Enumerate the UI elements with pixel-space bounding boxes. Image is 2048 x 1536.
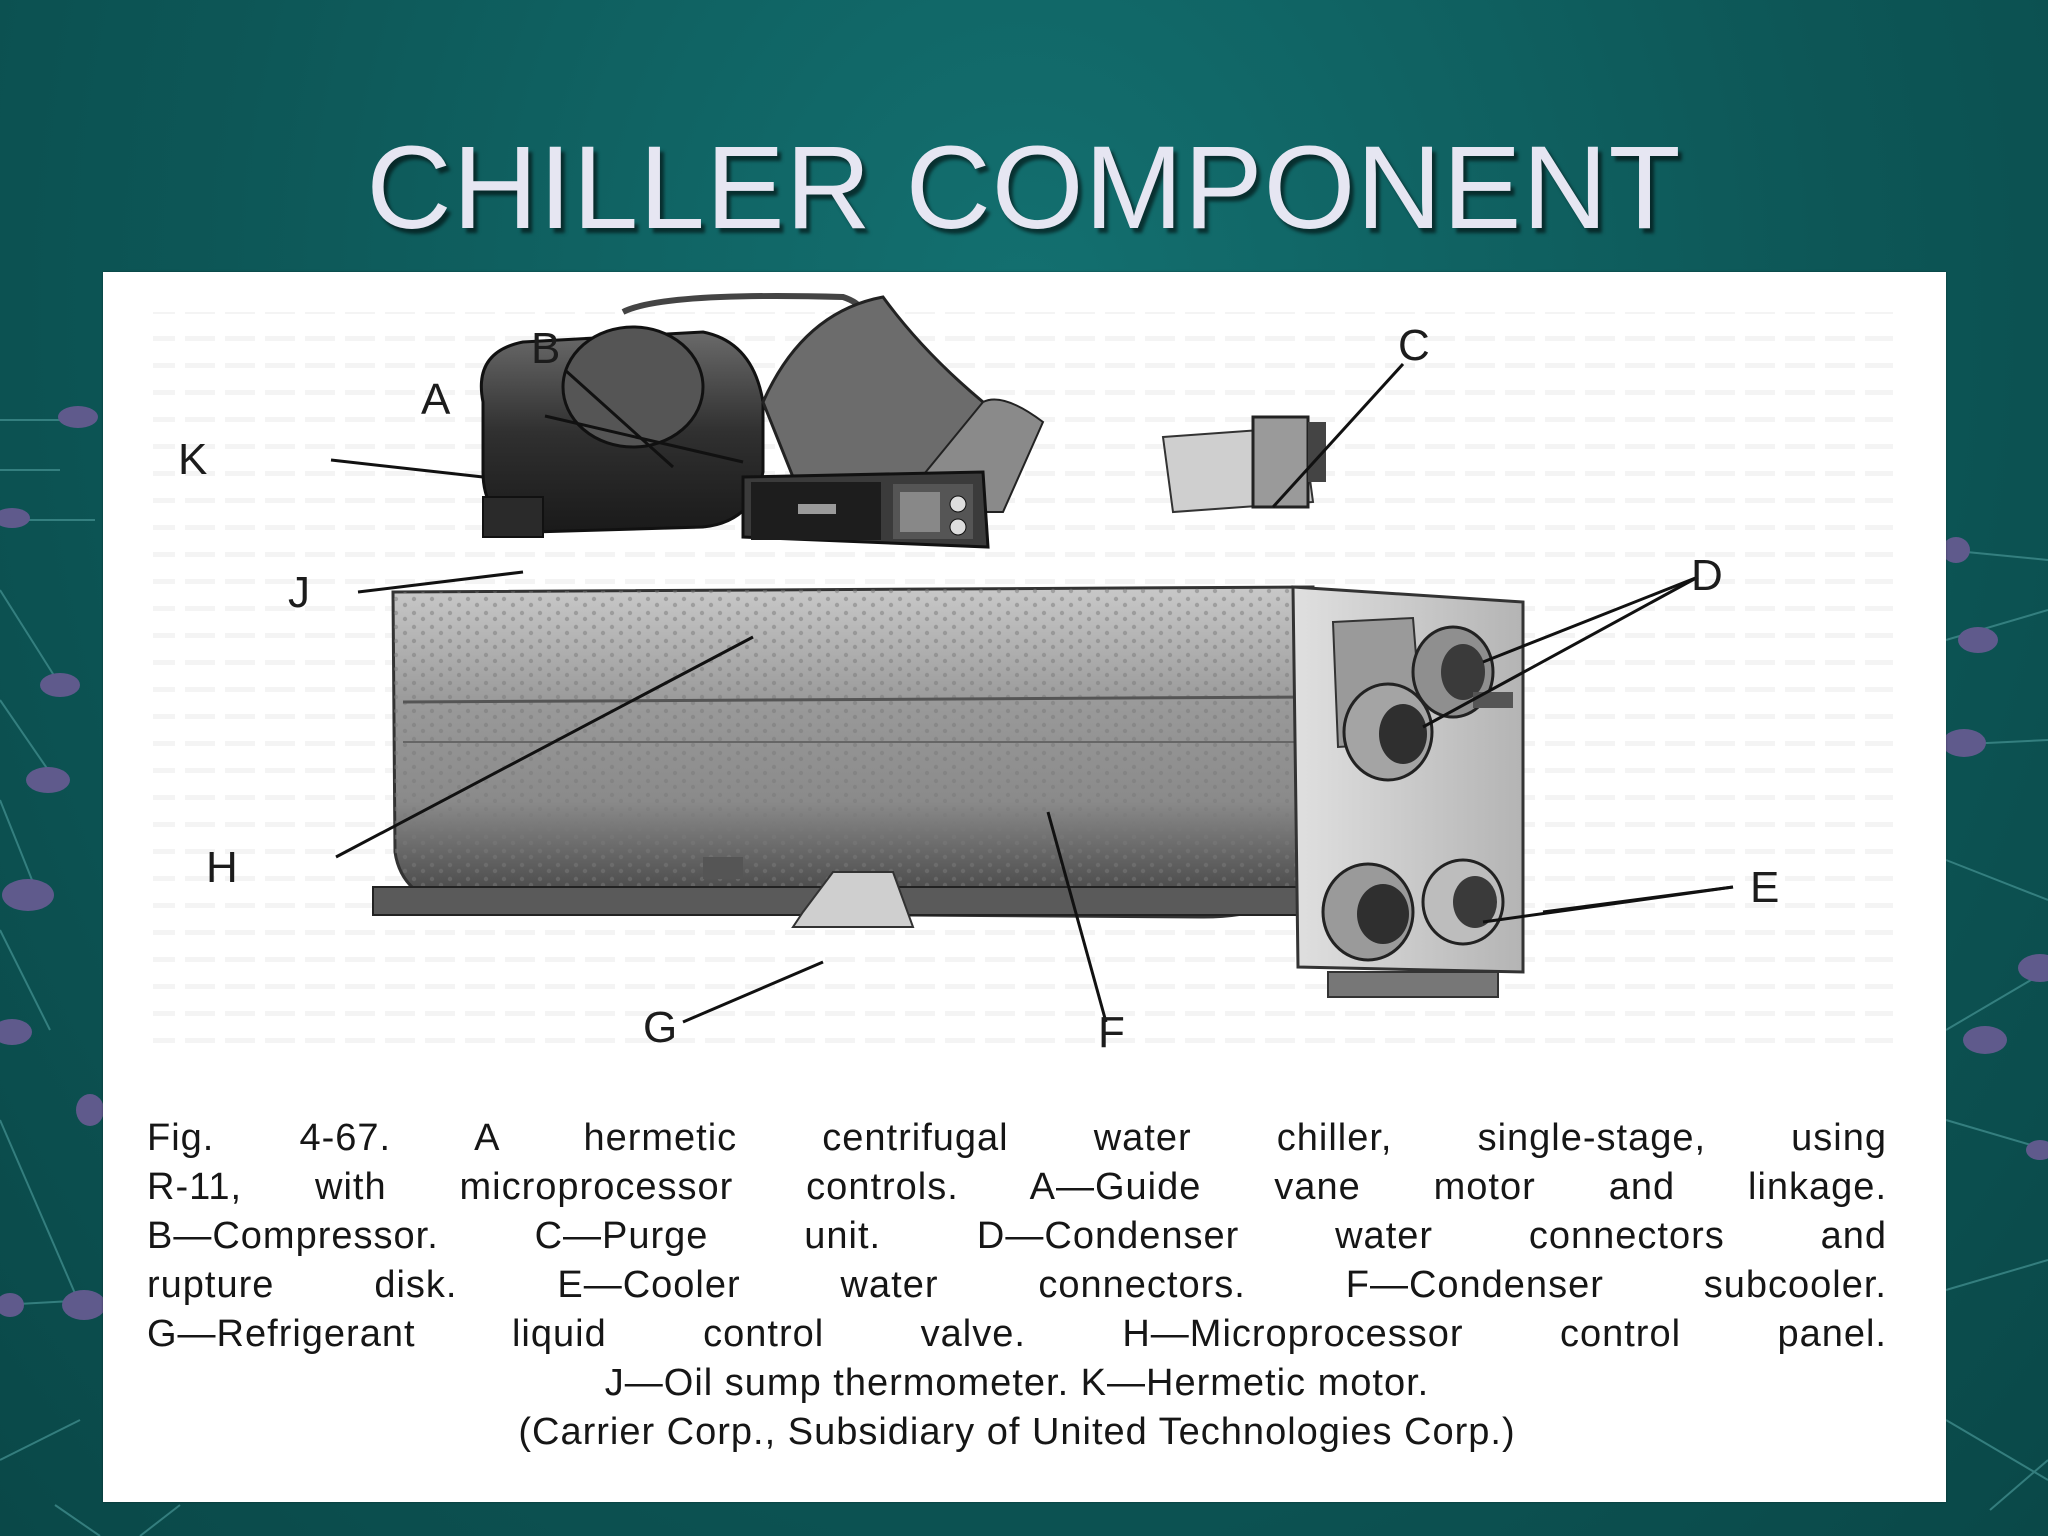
callout-label-h: H	[206, 843, 238, 892]
callout-label-d: D	[1691, 551, 1723, 600]
callout-label-k: K	[178, 435, 207, 484]
callout-label-e: E	[1750, 863, 1779, 912]
caption-line: B—Compressor. C—Purge unit. D—Condenser …	[147, 1215, 1887, 1257]
caption-line: J—Oil sump thermometer. K—Hermetic motor…	[604, 1362, 1430, 1404]
figure-caption: Fig. 4-67. A hermetic centrifugal water …	[147, 1114, 1887, 1457]
purge-unit	[1161, 415, 1326, 514]
callout-label-j: J	[288, 568, 310, 617]
callout-label-b: B	[531, 324, 560, 373]
callout-lines	[330, 362, 1734, 1024]
support-and-valve	[703, 857, 915, 928]
end-plate	[1291, 585, 1525, 998]
chiller-shell	[372, 585, 1320, 919]
caption-line: R-11, with microprocessor controls. A—Gu…	[147, 1166, 1887, 1208]
chiller-illustration: A B C D E F G H J K	[153, 293, 1893, 1057]
caption-credit: (Carrier Corp., Subsidiary of United Tec…	[518, 1411, 1516, 1453]
callout-label-f: F	[1098, 1008, 1125, 1057]
caption-line: rupture disk. E—Cooler water connectors.…	[147, 1264, 1887, 1306]
callout-label-g: G	[643, 1003, 677, 1052]
slide-title: CHILLER COMPONENT	[366, 122, 1682, 254]
callout-label-c: C	[1398, 321, 1430, 370]
caption-line: G—Refrigerant liquid control valve. H—Mi…	[147, 1313, 1887, 1355]
figure-card: A B C D E F G H J K Fig. 4-67. A hermeti…	[103, 272, 1946, 1502]
callout-label-a: A	[421, 375, 451, 424]
caption-line: Fig. 4-67. A hermetic centrifugal water …	[147, 1117, 1887, 1159]
control-panel	[741, 470, 990, 549]
